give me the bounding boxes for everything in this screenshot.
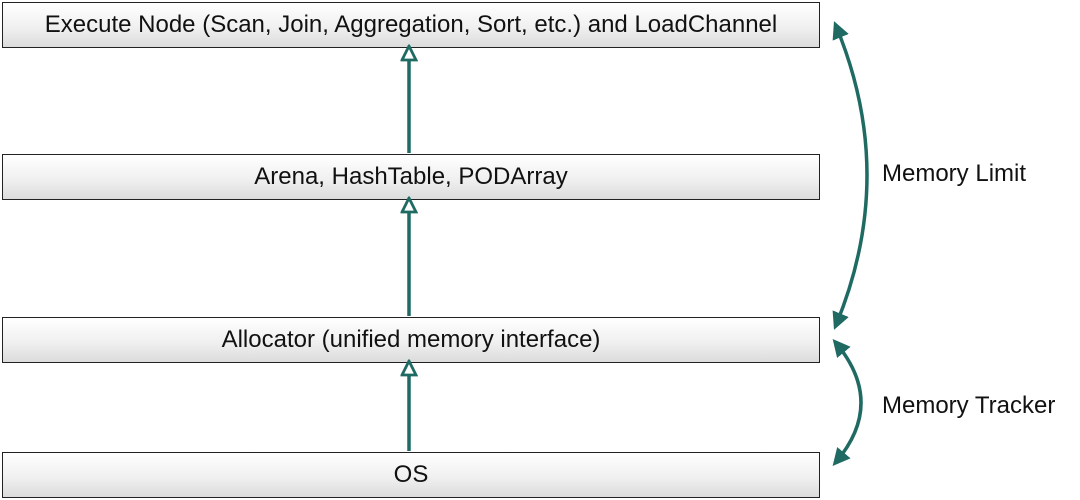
- execute-node-layer: Execute Node (Scan, Join, Aggregation, S…: [2, 2, 820, 48]
- allocator-layer: Allocator (unified memory interface): [2, 317, 820, 363]
- os-label: OS: [393, 461, 429, 488]
- allocator-label: Allocator (unified memory interface): [221, 326, 601, 353]
- os-layer: OS: [2, 452, 820, 498]
- execute-node-label: Execute Node (Scan, Join, Aggregation, S…: [44, 11, 778, 38]
- memory-limit-bracket-arrow: [832, 21, 869, 330]
- memory-tracker-label: Memory Tracker: [882, 392, 1056, 419]
- arena-label: Arena, HashTable, PODArray: [254, 163, 568, 190]
- memory-tracker-bracket-arrow: [832, 338, 863, 467]
- memory-limit-label: Memory Limit: [882, 160, 1027, 187]
